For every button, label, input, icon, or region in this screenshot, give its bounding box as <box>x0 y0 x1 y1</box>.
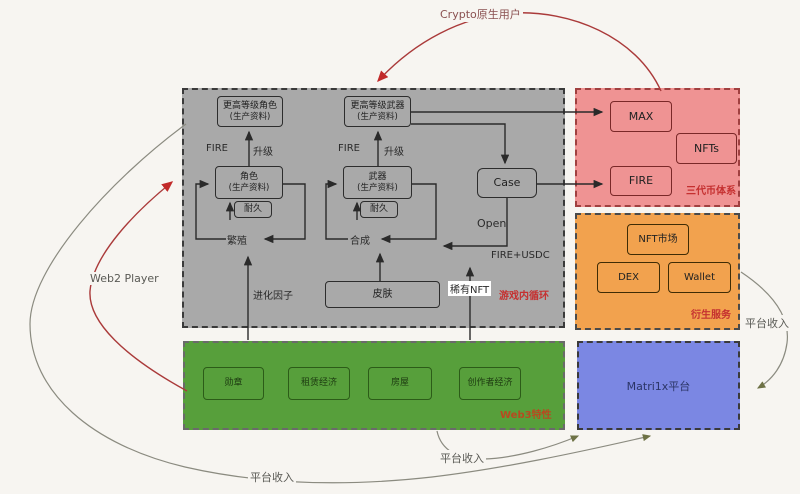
web2-player-label: Web2 Player <box>88 272 161 285</box>
web3-region-label: Web3特性 <box>500 410 552 421</box>
platform-income-mid-label: 平台收入 <box>438 450 486 466</box>
rental-economy-label: 租赁经济 <box>300 378 337 389</box>
upgrade-right-label: 升级 <box>384 147 404 158</box>
open-label: Open <box>477 217 507 230</box>
web3-features-region <box>183 341 565 430</box>
weapon-box: 武器 (生产资料) <box>343 166 412 199</box>
durability-left-box: 耐久 <box>234 201 272 218</box>
badge-label: 勋章 <box>224 378 243 389</box>
durability-right-label: 耐久 <box>369 204 388 215</box>
higher-role-label: 更高等级角色 <box>222 101 277 111</box>
higher-weapon-label: 更高等级武器 <box>350 101 405 111</box>
weapon-sub: (生产资料) <box>357 182 398 193</box>
platform-income-right-label: 平台收入 <box>743 315 791 331</box>
fire-left-label: FIRE <box>206 143 228 154</box>
derivative-services-region <box>575 213 740 330</box>
dex-label: DEX <box>618 271 639 283</box>
weapon-label: 武器 <box>368 172 387 182</box>
platform-income-bottom-label: 平台收入 <box>248 469 296 485</box>
role-box: 角色 (生产资料) <box>215 166 283 199</box>
token-system-region-label: 三代币体系 <box>686 186 736 197</box>
nfts-label: NFTs <box>694 141 719 155</box>
role-sub: (生产资料) <box>228 182 270 193</box>
higher-role-sub: (生产资料) <box>229 111 271 122</box>
max-token-box: MAX <box>610 101 672 132</box>
rental-economy-box: 租赁经济 <box>288 367 350 400</box>
fire-token-label: FIRE <box>628 174 654 188</box>
derivative-region-label: 衍生服务 <box>691 310 731 321</box>
housing-label: 房屋 <box>390 378 409 389</box>
creator-economy-box: 创作者经济 <box>459 367 521 400</box>
game-loop-region-label: 游戏内循环 <box>499 291 549 302</box>
evolution-factor-label: 进化因子 <box>253 291 293 302</box>
wallet-label: Wallet <box>683 271 715 283</box>
creator-economy-label: 创作者经济 <box>467 378 513 389</box>
durability-right-box: 耐久 <box>360 201 398 218</box>
max-token-label: MAX <box>628 109 654 123</box>
role-label: 角色 <box>239 172 258 182</box>
platform-label: Matri1x平台 <box>626 380 691 393</box>
nft-market-box: NFT市场 <box>627 224 689 255</box>
crypto-users-label: Crypto原生用户 <box>438 6 523 22</box>
game-loop-region <box>182 88 565 328</box>
upgrade-left-label: 升级 <box>253 147 273 158</box>
durability-left-label: 耐久 <box>243 204 262 215</box>
higher-weapon-box: 更高等级武器 (生产资料) <box>344 96 411 127</box>
breed-label: 繁殖 <box>227 236 247 247</box>
housing-box: 房屋 <box>368 367 432 400</box>
badge-box: 勋章 <box>203 367 264 400</box>
higher-weapon-sub: (生产资料) <box>357 111 398 122</box>
skin-label: 皮肤 <box>372 288 393 300</box>
nft-market-label: NFT市场 <box>638 233 678 245</box>
skin-box: 皮肤 <box>325 281 440 308</box>
dex-box: DEX <box>597 262 660 293</box>
fire-usdc-label: FIRE+USDC <box>491 250 550 261</box>
rare-nft-label: 稀有NFT <box>448 281 492 296</box>
wallet-box: Wallet <box>668 262 731 293</box>
case-box: Case <box>477 168 537 198</box>
platform-region <box>577 341 740 430</box>
synthesize-label: 合成 <box>350 236 370 247</box>
higher-role-box: 更高等级角色 (生产资料) <box>217 96 283 127</box>
case-label: Case <box>493 176 521 190</box>
fire-right-label: FIRE <box>338 143 360 154</box>
nfts-box: NFTs <box>676 133 737 164</box>
fire-token-box: FIRE <box>610 166 672 196</box>
